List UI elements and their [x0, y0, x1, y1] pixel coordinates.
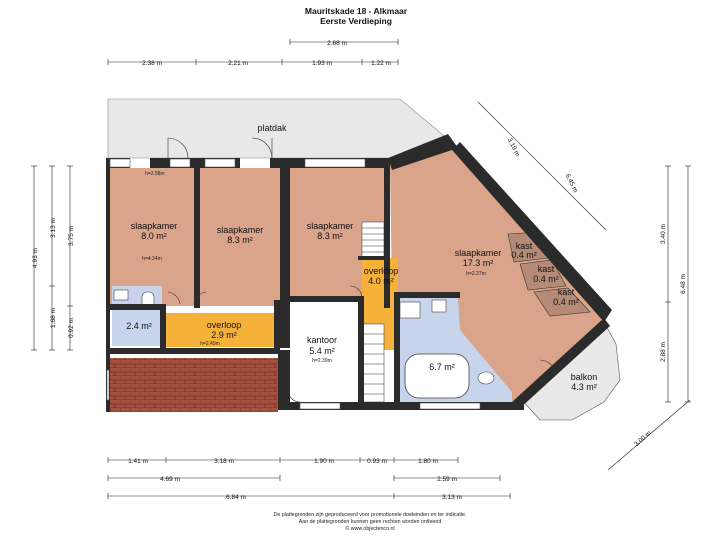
svg-text:1.22 m: 1.22 m: [371, 60, 391, 67]
svg-text:1.90 m: 1.90 m: [314, 458, 334, 465]
svg-text:3.40 m: 3.40 m: [660, 224, 667, 244]
svg-text:3.75 m: 3.75 m: [68, 226, 75, 246]
overloop-bottom-height: h=2.49m: [200, 341, 220, 347]
slaapkamer-2: [200, 168, 280, 306]
kast-3: [533, 287, 591, 317]
top-dimensions: 2.68 m 2.38 m 2.21 m 1.93 m 1.22 m: [107, 39, 399, 67]
svg-text:3.13 m: 3.13 m: [442, 494, 462, 501]
stairs-bottom: [361, 323, 385, 403]
kast1-area: 0.4 m²: [511, 250, 537, 260]
door-swing-6: [287, 389, 301, 403]
svg-text:6.45 m: 6.45 m: [564, 173, 579, 194]
slaap2-label: slaapkamer: [217, 225, 264, 235]
svg-text:3.00 m: 3.00 m: [633, 430, 652, 449]
tiled-roof: [108, 358, 278, 412]
balkon-area: 4.3 m²: [571, 382, 597, 392]
title-line-1: Mauritskade 18 - Alkmaar: [305, 6, 408, 16]
slaap1-height-top: h=2.58m: [145, 171, 165, 177]
door-swing-3: [167, 291, 181, 305]
balkon-label: balkon: [571, 372, 598, 382]
kast2-area: 0.4 m²: [533, 274, 559, 284]
slaap4-label: slaapkamer: [455, 248, 502, 258]
svg-text:1.80 m: 1.80 m: [418, 458, 438, 465]
svg-text:6.84 m: 6.84 m: [226, 494, 246, 501]
door-swing-1: [167, 137, 189, 159]
kast3-label: kast: [558, 287, 575, 297]
svg-text:2.68 m: 2.68 m: [327, 40, 347, 47]
overloop-top-label: overloop: [364, 266, 399, 276]
slaapkamer-4: [390, 150, 605, 402]
kast1-label: kast: [516, 241, 533, 251]
right-dimensions: 3.40 m 2.88 m 6.48 m: [660, 165, 691, 403]
slaap3-area: 8.3 m²: [317, 231, 343, 241]
footer-line-3: © www.objectenco.nl: [345, 525, 394, 532]
kantoor-area: 5.4 m²: [309, 346, 335, 356]
svg-text:2.38 m: 2.38 m: [142, 60, 162, 67]
badkamer-area: 6.7 m²: [429, 362, 455, 372]
svg-text:1.93 m: 1.93 m: [312, 60, 332, 67]
kantoor-height: h=2.39m: [312, 358, 332, 364]
svg-text:3.13 m: 3.13 m: [50, 218, 57, 238]
svg-text:4.93 m: 4.93 m: [32, 248, 39, 268]
overloop-bottom-label: overloop: [207, 320, 242, 330]
overloop-bottom: [164, 313, 280, 347]
svg-text:2.21 m: 2.21 m: [228, 60, 248, 67]
stairs-top-steps: [362, 227, 384, 253]
svg-text:6.48 m: 6.48 m: [680, 274, 687, 294]
bath-sink-icon: [399, 301, 421, 319]
bottom-dimensions: 1.41 m 3.18 m 1.90 m 0.93 m 1.80 m 4.69 …: [107, 457, 511, 501]
kast3-area: 0.4 m²: [553, 297, 579, 307]
svg-text:0.92 m: 0.92 m: [68, 318, 75, 338]
stairs-bottom-steps: [362, 333, 384, 395]
door-swing-7: [539, 359, 557, 373]
svg-text:1.68 m: 1.68 m: [50, 308, 57, 328]
slaap1-height-mid: h=4.24m: [142, 256, 162, 262]
toilet-area: 2.4 m²: [126, 321, 152, 331]
bath-shower-icon: [431, 299, 447, 313]
sink-icon: [113, 289, 129, 301]
kantoor-room: [290, 300, 360, 402]
svg-text:1.41 m: 1.41 m: [128, 458, 148, 465]
overloop-top-area: 4.0 m²: [368, 276, 394, 286]
door-swing-4: [193, 291, 207, 305]
slaap1-area: 8.0 m²: [141, 231, 167, 241]
overloop-bottom-area: 2.9 m²: [211, 330, 237, 340]
svg-text:2.88 m: 2.88 m: [660, 342, 667, 362]
slaap4-area: 17.3 m²: [463, 258, 494, 268]
left-dimensions: 4.93 m 3.13 m 1.68 m 3.75 m 0.92 m: [31, 165, 75, 351]
slaap1-label: slaapkamer: [131, 221, 178, 231]
kast2-label: kast: [538, 264, 555, 274]
bathtub-icon: [404, 353, 470, 399]
slaap2-area: 8.3 m²: [227, 235, 253, 245]
kantoor-label: kantoor: [307, 335, 337, 345]
svg-text:4.69 m: 4.69 m: [160, 476, 180, 483]
slaap4-height: h=2.37m: [466, 271, 486, 277]
svg-text:2.59 m: 2.59 m: [437, 476, 457, 483]
title-line-2: Eerste Verdieping: [320, 16, 392, 26]
slaapkamer-1: [110, 168, 196, 306]
platdak-label: platdak: [257, 123, 287, 133]
footer-line-1: De plattegronden zijn geproduceerd voor …: [274, 512, 467, 518]
svg-text:3.19 m: 3.19 m: [506, 137, 521, 158]
slaap3-label: slaapkamer: [307, 221, 354, 231]
svg-text:3.18 m: 3.18 m: [214, 458, 234, 465]
kast-2: [519, 259, 567, 291]
door-swing-5: [349, 285, 363, 299]
footer-line-2: Aan de plattegronden kunnen geen rechten…: [299, 519, 442, 525]
svg-text:0.93 m: 0.93 m: [367, 458, 387, 465]
bath-toilet-icon: [477, 371, 495, 385]
